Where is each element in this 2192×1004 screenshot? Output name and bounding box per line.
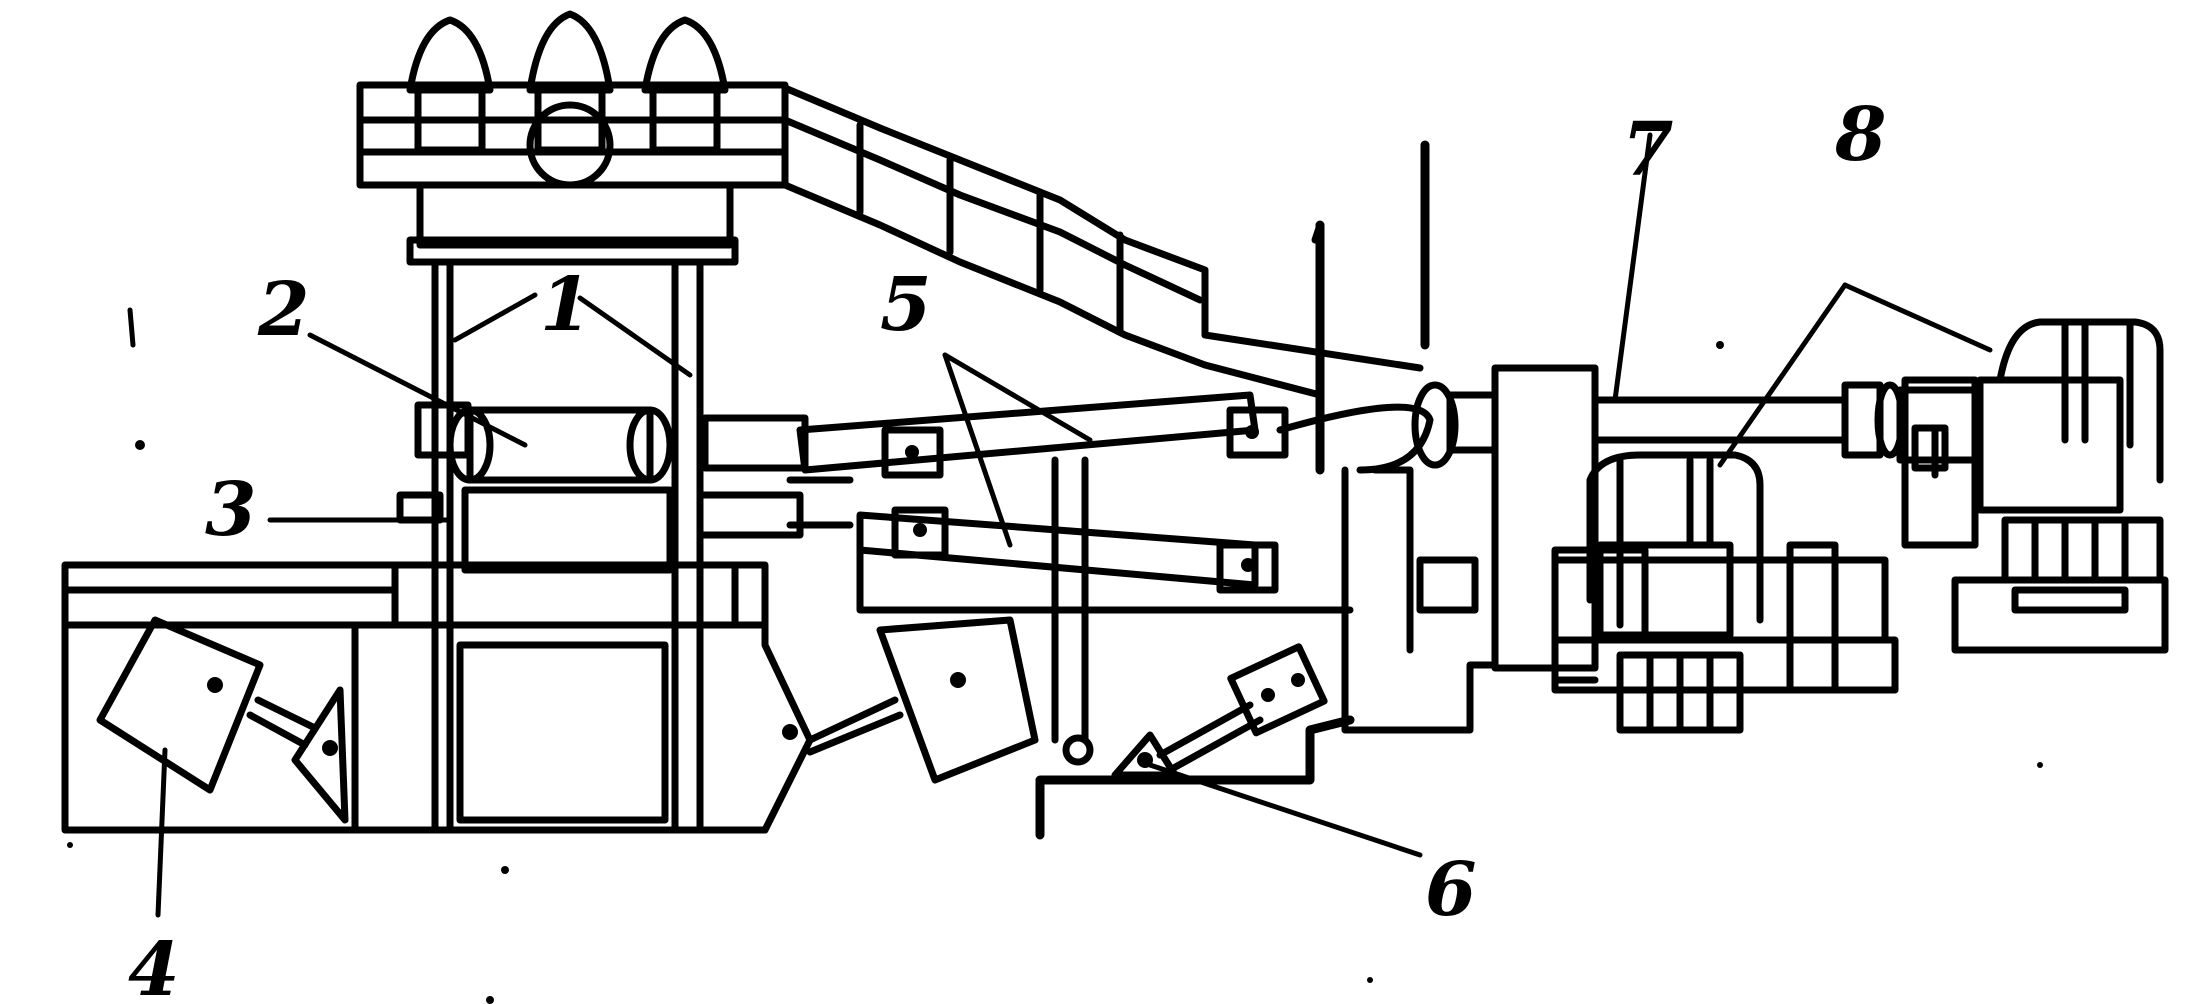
- callout-labels: 1 2 3 4 5 6 7 8: [128, 92, 1887, 1004]
- leader-lines: [155, 132, 1993, 918]
- columns: [431, 258, 704, 834]
- label-5: 5: [880, 262, 932, 348]
- label-7: 7: [1622, 107, 1674, 193]
- connecting-rods: [796, 391, 1354, 614]
- label-8: 8: [1834, 92, 1887, 178]
- top-beam: [356, 81, 789, 266]
- lower-roll: [396, 476, 854, 574]
- label-1: 1: [540, 262, 592, 348]
- main-shaft: [1276, 364, 1984, 672]
- label-4: 4: [128, 927, 180, 1004]
- inclined-conveyor: [781, 84, 1424, 399]
- print-specks: [67, 307, 2043, 1004]
- label-3: 3: [205, 467, 257, 553]
- right-frame: [1341, 466, 1899, 734]
- base-frame: [61, 561, 814, 834]
- flap-right: [782, 616, 1039, 784]
- flaps-left: [96, 616, 349, 824]
- vertical-posts: [1311, 140, 1430, 475]
- label-6: 6: [1425, 847, 1477, 933]
- upper-roll: [414, 401, 809, 484]
- motor-lower: [1586, 451, 1764, 639]
- motor-upper: [1901, 318, 2169, 654]
- label-2: 2: [257, 267, 310, 353]
- lever-mechanism: [1035, 456, 1423, 858]
